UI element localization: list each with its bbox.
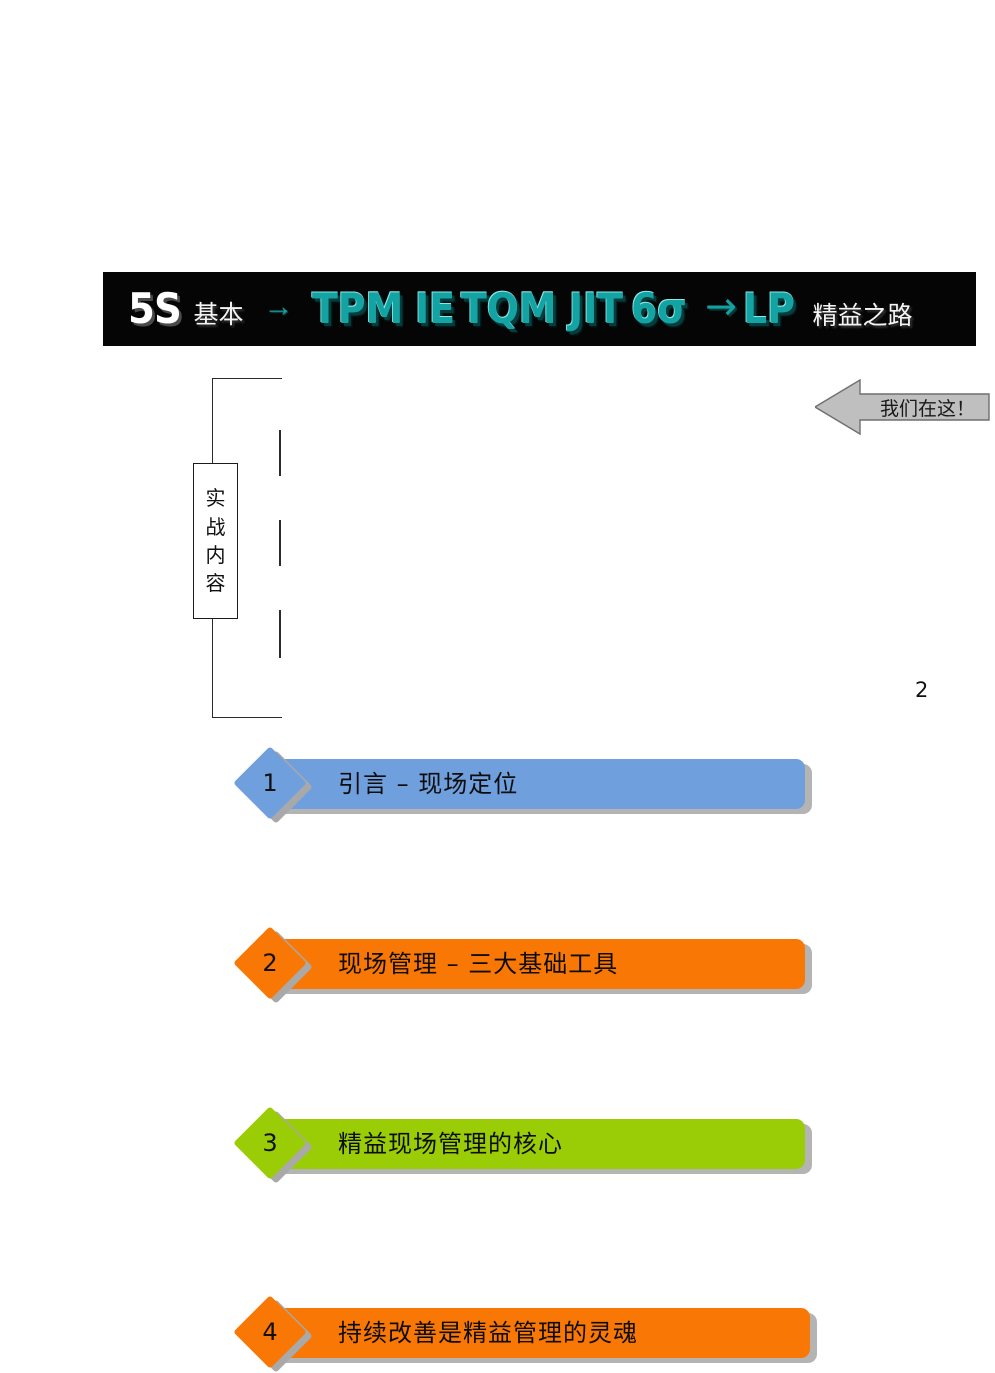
agenda-number-1: 1	[262, 769, 278, 797]
side-label-char-3: 内	[205, 543, 226, 567]
title-banner: 5S 基本 → TPM IE TQM JIT 6σ → LP 精益之路	[104, 273, 975, 345]
left-arrow-icon	[815, 378, 990, 436]
agenda-number-4: 4	[262, 1318, 278, 1346]
agenda-number-3: 3	[262, 1129, 278, 1157]
banner-jingyi-text: 精益之路	[812, 301, 913, 330]
agenda-label-1: 引言 – 现场定位	[338, 770, 519, 798]
side-label-char-2: 战	[205, 514, 226, 539]
banner-jit-text: JIT	[569, 284, 624, 333]
banner-ie-text: IE	[414, 284, 455, 333]
agenda-number-2: 2	[262, 949, 278, 977]
callout-we-are-here[interactable]: 我们在这！	[815, 378, 990, 436]
connector-3-4	[279, 610, 281, 658]
agenda-label-3: 精益现场管理的核心	[338, 1130, 563, 1158]
banner-tqm-text: TQM	[461, 284, 557, 333]
arrow-long-right-icon: →	[705, 284, 737, 328]
side-label-box: 实 战 内 容	[193, 463, 238, 619]
page-number: 2	[915, 678, 929, 702]
banner-lp-text: LP	[742, 284, 795, 333]
connector-2-3	[279, 520, 281, 566]
arrow-right-icon: →	[263, 290, 294, 323]
banner-jiben-text: 基本	[193, 300, 244, 329]
agenda-label-2: 现场管理 – 三大基础工具	[338, 950, 619, 978]
banner-six-sigma-text: 6σ	[631, 284, 687, 333]
side-label-char-1: 实	[205, 486, 226, 511]
slide-canvas: 5S 基本 → TPM IE TQM JIT 6σ → LP 精益之路 实 战 …	[104, 273, 990, 1373]
connector-1-2	[279, 430, 281, 476]
title-banner-content: 5S 基本 → TPM IE TQM JIT 6σ → LP 精益之路	[104, 273, 975, 345]
banner-5s-text: 5S	[128, 284, 182, 333]
side-label-char-4: 容	[205, 571, 226, 596]
agenda-label-4: 持续改善是精益管理的灵魂	[338, 1319, 638, 1347]
banner-tpm-text: TPM	[311, 284, 403, 333]
callout-label: 我们在这！	[879, 397, 975, 420]
